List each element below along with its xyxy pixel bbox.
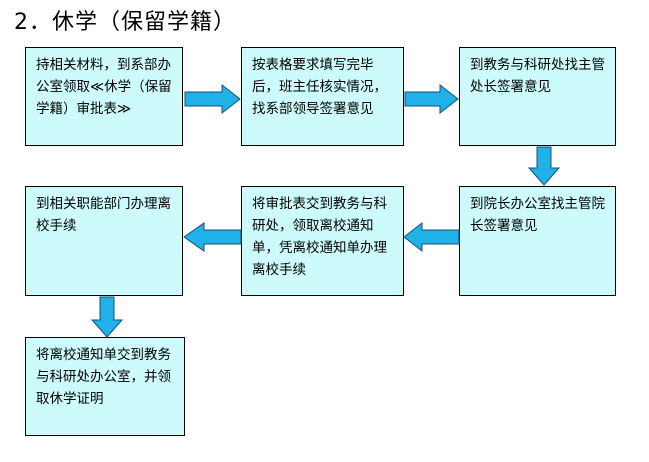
step-5-box: 将审批表交到教务与科研处，领取离校通知单，凭离校通知单办理离校手续 [241, 186, 404, 296]
arrow-down-icon [90, 296, 124, 338]
step-3-text: 到教务与科研处找主管处长签署意见 [470, 57, 605, 95]
step-3-box: 到教务与科研处找主管处长签署意见 [459, 47, 616, 146]
step-7-box: 将离校通知单交到教务与科研处办公室，并领取休学证明 [25, 337, 185, 436]
page-title: 2．休学（保留学籍） [14, 10, 236, 35]
arrow-left-icon [183, 222, 242, 252]
arrow-down-icon [527, 146, 561, 186]
step-5-text: 将审批表交到教务与科研处，领取离校通知单，凭离校通知单办理离校手续 [252, 196, 387, 278]
step-4-box: 到院长办公室找主管院长签署意见 [459, 186, 616, 296]
arrow-right-icon [404, 83, 459, 115]
step-2-box: 按表格要求填写完毕后，班主任核实情况，找系部领导签署意见 [241, 47, 404, 146]
step-7-text: 将离校通知单交到教务与科研处办公室，并领取休学证明 [36, 347, 171, 407]
step-2-text: 按表格要求填写完毕后，班主任核实情况，找系部领导签署意见 [252, 57, 387, 117]
step-6-box: 到相关职能部门办理离校手续 [25, 186, 183, 296]
step-1-box: 持相关材料，到系部办公室领取≪休学（保留学籍）审批表≫ [25, 47, 183, 146]
step-6-text: 到相关职能部门办理离校手续 [36, 196, 171, 234]
arrow-right-icon [184, 83, 241, 115]
step-4-text: 到院长办公室找主管院长签署意见 [470, 196, 605, 234]
step-1-text: 持相关材料，到系部办公室领取≪休学（保留学籍）审批表≫ [36, 57, 172, 117]
arrow-left-icon [403, 221, 460, 253]
